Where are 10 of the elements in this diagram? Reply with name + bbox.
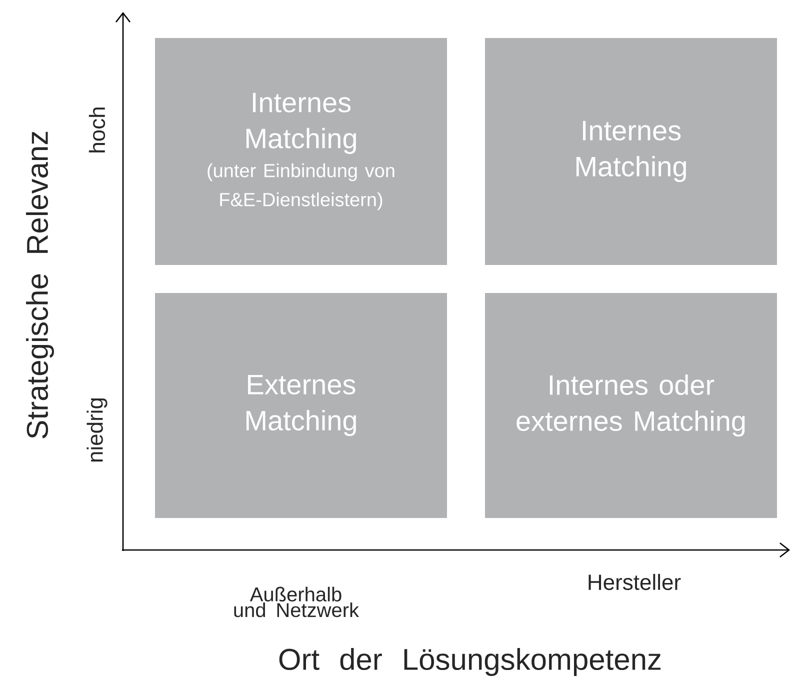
axis-title: Ort der Lösungskompetenz (279, 648, 661, 676)
tick-label: hoch (88, 108, 106, 152)
quadrant-box: Internes oder externes Matching (485, 293, 777, 518)
tick-label: Hersteller (588, 574, 681, 590)
tick-label: niedrig (86, 398, 108, 462)
axis-title: Strategische Relevanz (26, 132, 54, 438)
quadrant-box: Internes Matching (485, 38, 777, 265)
quadrant-box: Internes Matching (unter Einbindung von F&E-Dienstleistern) (155, 38, 447, 265)
tick-label: Außerhalb und Netzwerk (234, 586, 360, 618)
quadrant-box: Externes Matching (155, 293, 447, 518)
